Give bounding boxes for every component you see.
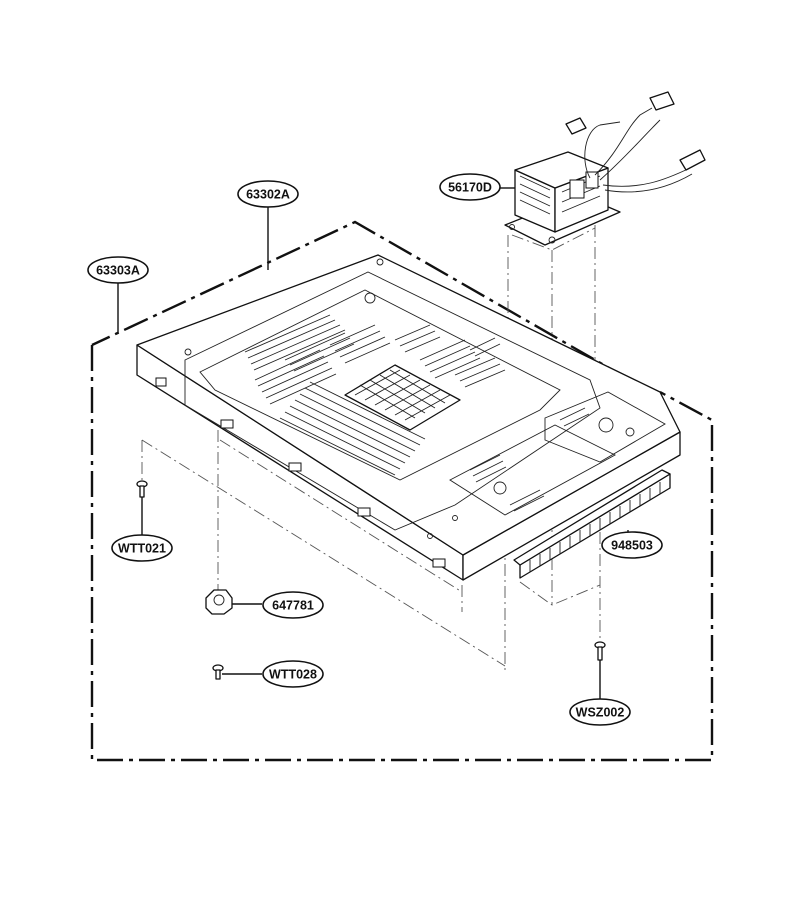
base-plate — [136, 254, 681, 581]
callout-647781: 647781 — [262, 591, 324, 619]
screw-wtt021 — [136, 480, 148, 498]
leader-lines — [117, 187, 629, 700]
callout-948503: 948503 — [601, 531, 663, 559]
screw-wtt028 — [212, 664, 224, 680]
callout-WSZ002: WSZ002 — [569, 698, 631, 726]
callout-63302A: 63302A — [237, 180, 299, 208]
svg-text:948503: 948503 — [611, 539, 653, 553]
svg-text:WTT028: WTT028 — [269, 668, 317, 682]
svg-text:63302A: 63302A — [246, 188, 290, 202]
svg-text:WTT021: WTT021 — [118, 542, 166, 556]
svg-text:647781: 647781 — [272, 599, 314, 613]
callout-WTT021: WTT021 — [111, 534, 173, 562]
gasket-strip — [513, 469, 671, 579]
foot-nut — [205, 589, 233, 615]
vent-slots — [244, 314, 590, 512]
screw-wsz002 — [594, 641, 606, 661]
assembly-boundary — [90, 220, 714, 762]
svg-text:56170D: 56170D — [448, 181, 492, 195]
transformer — [504, 91, 706, 246]
callout-56170D: 56170D — [439, 173, 501, 201]
callout-63303A: 63303A — [87, 256, 149, 284]
svg-text:WSZ002: WSZ002 — [576, 706, 625, 720]
callout-WTT028: WTT028 — [262, 660, 324, 688]
svg-text:63303A: 63303A — [96, 264, 140, 278]
